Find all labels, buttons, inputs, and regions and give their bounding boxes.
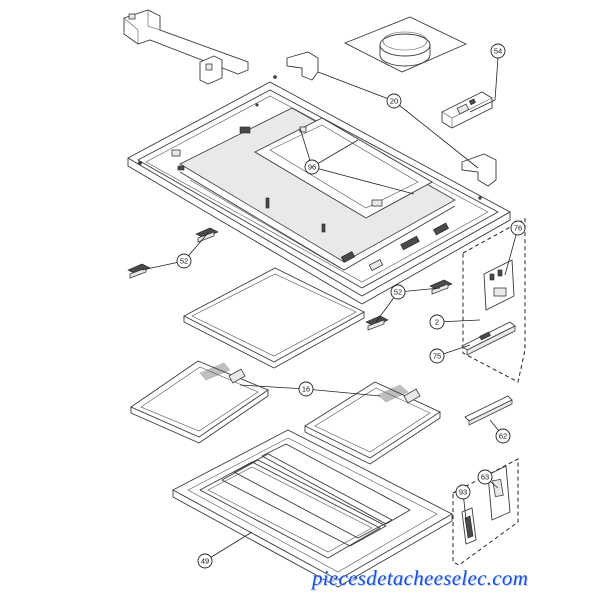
hinge-clip-left-a [195,227,219,243]
callout-2-label: 2 [435,318,439,327]
callout-54-label: 54 [494,47,502,56]
callout-52-left-label: 52 [180,257,188,266]
callout-76-label: 76 [514,224,522,233]
callout-93-label: 93 [459,488,467,497]
callout-62-label: 62 [499,432,507,441]
electronics-group [461,218,526,383]
callout-96: 96 [304,159,320,175]
callout-2: 2 [429,314,445,330]
callout-93: 93 [455,484,471,500]
mounting-bracket [123,9,249,85]
hinge-clip-right-a [429,279,453,295]
site-watermark: piecesdetacheeselec.com [312,566,529,590]
callout-16-label: 16 [302,385,310,394]
grease-filter-left [130,360,269,444]
callout-52-right-label: 52 [394,288,402,297]
bottom-cover-panel [172,429,453,588]
callout-62: 62 [495,428,511,444]
callout-75: 75 [429,348,445,364]
callout-20: 20 [386,93,402,109]
callout-63: 63 [477,469,493,485]
callout-20-label: 20 [390,97,398,106]
grease-filter-right [304,381,441,465]
hinge-clip-right-b [365,315,389,331]
hinge-clip-left-b [127,263,151,279]
callout-16: 16 [298,381,314,397]
callout-54: 54 [490,43,506,59]
light-rail [464,395,513,426]
hood-frame [127,75,511,305]
filter-tray [183,267,365,369]
callout-96-label: 96 [308,163,316,172]
duct-plate [343,16,468,73]
callout-52-right: 52 [390,284,406,300]
callout-49: 49 [197,553,213,569]
callout-63-label: 63 [481,473,489,482]
callout-76: 76 [510,220,526,236]
side-bracket-left [286,51,319,81]
control-strip [461,321,516,356]
callout-49-label: 49 [201,557,209,566]
control-module [441,91,493,129]
switch-knob [461,507,477,545]
callout-52-left: 52 [176,253,192,269]
callout-75-label: 75 [433,352,441,361]
control-board [483,259,515,311]
